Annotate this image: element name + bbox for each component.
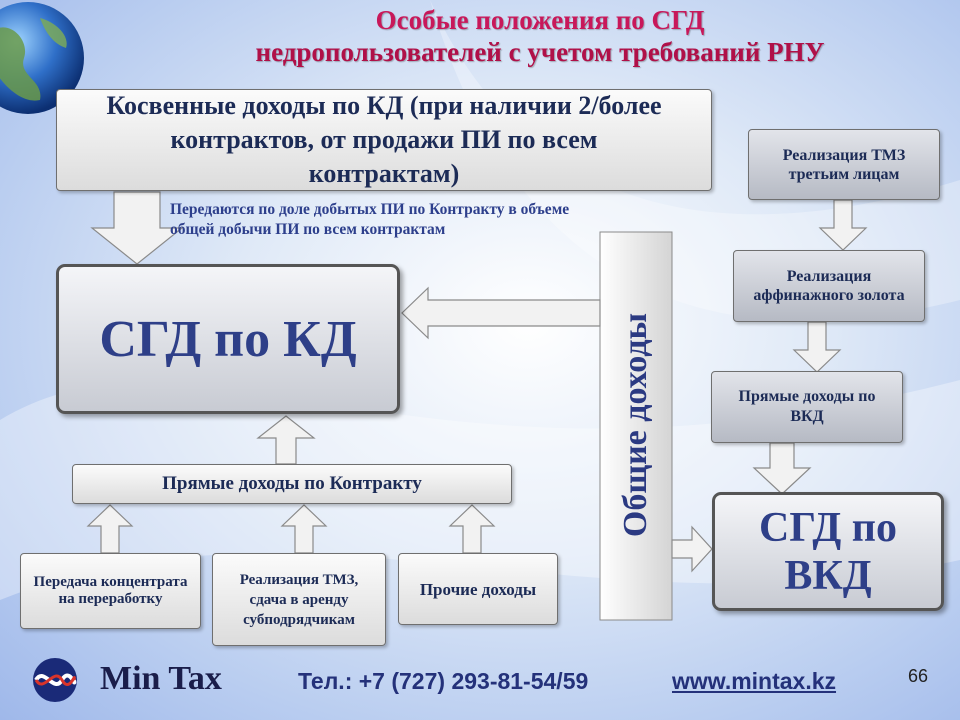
arrow-other-to-direct [448,504,496,554]
arrow-direct-to-sgd-kd [256,415,316,465]
other-income-box: Прочие доходы [398,553,558,625]
background-wave [430,0,960,321]
footer-phone: Тел.: +7 (727) 293-81-54/59 [298,668,589,694]
indirect-income-label: Косвенные доходы по КД (при наличии 2/бо… [106,91,662,188]
arrow-tmz-to-gold [818,199,868,251]
transfer-concentrate-box: Передача концентрата на переработку [20,553,201,629]
refined-gold-label: Реализация аффинажного золота [753,268,905,304]
arrow-general-to-sgd-vkd [671,525,713,573]
transfer-concentrate-label: Передача концентрата на переработку [33,574,188,607]
general-income-label: Общие доходы [617,312,654,538]
globe-icon [0,2,84,114]
footer-logo-text: Min Tax [100,660,222,697]
arrow-transfer-to-direct [86,504,134,554]
sgd-vkd-box: СГД по ВКД [712,492,944,611]
arrow-tmz-to-direct [280,504,328,554]
arrow-indirect-to-sgd-kd [90,191,184,265]
tmz-subcontractors-box: Реализация ТМЗ, сдача в аренду субподряд… [212,553,386,646]
sgd-kd-box: СГД по КД [56,264,400,414]
arrow-direct-vkd-to-sgd-vkd [752,442,812,495]
arrow-gold-to-direct-vkd [792,321,842,373]
mintax-logo-icon [33,658,77,702]
other-income-label: Прочие доходы [419,579,537,599]
transfer-note: Передаются по доле добытых ПИ по Контрак… [170,201,570,238]
direct-income-vkd-label: Прямые доходы по ВКД [738,388,876,425]
footer-website-link[interactable]: www.mintax.kz [672,668,837,694]
tmz-subcontractors-label: Реализация ТМЗ, сдача в аренду субподряд… [239,571,359,628]
general-income-column [599,231,673,621]
slide-title: Особые положения по СГД недропользовател… [160,4,920,68]
general-income-label-wrap: Общие доходы [596,230,676,620]
direct-income-contract-label: Прямые доходы по Контракту [162,473,422,494]
direct-income-contract-box: Прямые доходы по Контракту [72,464,512,504]
tmz-third-parties-box: Реализация ТМЗ третьим лицам [748,129,940,200]
arrow-general-to-sgd-kd [401,286,601,340]
indirect-income-box: Косвенные доходы по КД (при наличии 2/бо… [56,89,712,191]
sgd-vkd-label: СГД по ВКД [759,504,897,599]
title-line-1: Особые положения по СГД [375,5,705,35]
refined-gold-box: Реализация аффинажного золота [733,250,925,322]
title-line-2: недропользователей с учетом требований Р… [255,37,825,67]
page-number: 66 [908,666,929,686]
tmz-third-parties-label: Реализация ТМЗ третьим лицам [782,146,906,183]
sgd-kd-label: СГД по КД [99,310,357,368]
direct-income-vkd-box: Прямые доходы по ВКД [711,371,903,443]
